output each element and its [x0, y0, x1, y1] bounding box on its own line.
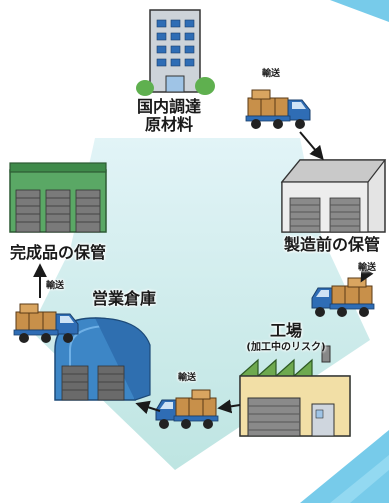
accent-stripe-top — [330, 0, 389, 22]
label-domestic-materials-line1: 国内調達 — [137, 97, 202, 116]
office-building-icon — [136, 9, 215, 96]
dome-warehouse-icon — [54, 317, 151, 401]
warehouse-icon — [280, 159, 387, 233]
label-finished-goods-storage: 完成品の保管 — [10, 243, 107, 262]
truck-icon — [13, 303, 79, 343]
label-factory: 工場 (加工中のリスク) — [236, 322, 336, 353]
arrow-icon — [217, 399, 241, 414]
label-domestic-materials-line2: 原材料 — [145, 114, 194, 134]
arrow-icon — [135, 400, 161, 415]
label-factory-note: (加工中のリスク) — [246, 341, 326, 353]
arrow-icon — [360, 261, 374, 283]
label-factory-title: 工場 — [269, 321, 302, 340]
label-transport-4: 輸送 — [46, 281, 65, 291]
factory-icon — [239, 345, 351, 437]
label-pre-manufacture-storage: 製造前の保管 — [284, 235, 381, 254]
label-transport-1: 輸送 — [262, 69, 281, 79]
label-transport-2: 輸送 — [358, 263, 377, 273]
arrow-icon — [299, 131, 324, 161]
truck-icon — [311, 277, 375, 317]
label-transport-3: 輸送 — [178, 373, 197, 383]
warehouse-icon — [9, 162, 107, 233]
label-business-warehouse: 営業倉庫 — [92, 289, 157, 308]
label-domestic-materials: 国内調達 原材料 — [137, 98, 201, 133]
truck-icon — [155, 389, 219, 429]
truck-icon — [245, 89, 311, 129]
